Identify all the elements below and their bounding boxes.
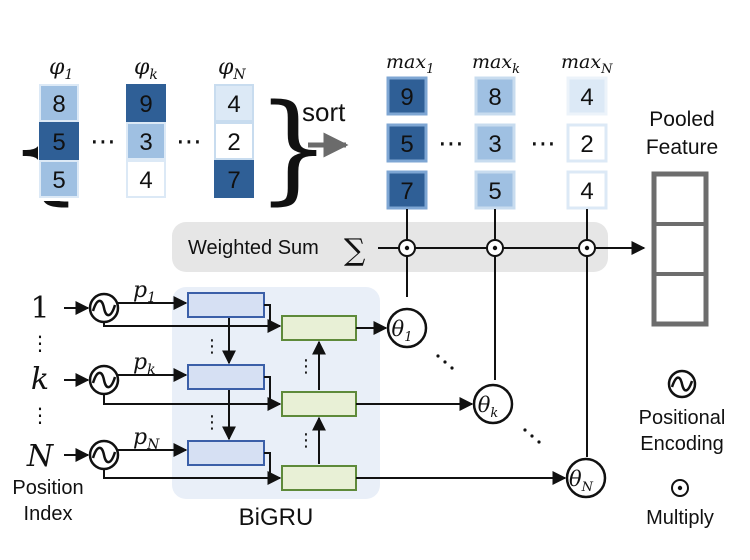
multiply-nodes — [398, 239, 596, 257]
phi-1-label: φ1 — [49, 55, 73, 83]
p-1-label: p1 — [133, 278, 156, 306]
sorted-set: max1 9 5 7 ⋯ maxk 8 3 5 ⋯ maxN 4 2 4 — [386, 51, 613, 210]
input-cell-n-1-value: 4 — [227, 91, 240, 118]
max-k-label: maxk — [472, 51, 520, 77]
forward-gru-cell-n — [187, 440, 265, 466]
pooled-feature-label-line1: Pooled — [649, 108, 714, 131]
pooled-feature-vector — [651, 171, 709, 327]
weighted-sum-label: Weighted Sum — [188, 237, 319, 259]
multiply-legend-icon — [671, 479, 689, 497]
input-cell-n-3-value: 7 — [227, 167, 240, 194]
p-k-label: pk — [133, 350, 156, 378]
theta-nodes: θ1 θk θN — [386, 307, 607, 499]
position-index: 1 ⋮ k ⋮ N Position Index — [12, 291, 83, 525]
position-vdots-1: ⋮ — [30, 333, 50, 355]
sorted-cell-k-1-value: 8 — [488, 84, 501, 111]
backward-gru-cell-k — [281, 391, 357, 417]
sorted-cell-1-3-value: 7 — [400, 178, 413, 205]
theta-node-n — [565, 457, 607, 499]
sorted-cell-1-2 — [386, 123, 428, 163]
input-cell-k-2-value: 3 — [139, 129, 152, 156]
input-ellipsis-2: ⋯ — [176, 126, 202, 156]
input-cell-k-3 — [126, 160, 166, 198]
input-cell-k-2 — [126, 122, 166, 160]
legend: Positional Encoding Multiply — [639, 369, 726, 529]
backward-gru-cell-1 — [281, 315, 357, 341]
svg-text:θN: θN — [569, 467, 594, 495]
input-cell-k-1 — [126, 84, 166, 122]
input-cell-1-1-value: 8 — [52, 91, 65, 118]
sorted-cell-k-3-value: 5 — [488, 178, 501, 205]
max-1-label: max1 — [386, 51, 434, 77]
backward-vdots-2: ⋮ — [297, 430, 315, 450]
input-cell-1-3 — [39, 160, 79, 198]
p-n-label: pN — [133, 425, 160, 453]
input-cell-n-1 — [214, 84, 254, 122]
theta-node-1 — [386, 307, 428, 349]
sorted-cell-1-2-value: 5 — [400, 131, 413, 158]
sorted-cell-n-1 — [566, 76, 608, 116]
input-cell-k-1-value: 9 — [139, 91, 152, 118]
max-n-label: maxN — [561, 51, 613, 77]
sorted-cell-1-1 — [386, 76, 428, 116]
gru-cross-arrows — [264, 304, 271, 478]
forward-gru-cell-1 — [187, 292, 265, 318]
sorted-ellipsis-1: ⋯ — [438, 128, 464, 158]
sorted-cell-n-3 — [566, 170, 608, 210]
position-label-n: N — [26, 439, 55, 474]
sorted-cell-n-3-value: 4 — [580, 178, 593, 205]
sorted-cell-k-2 — [474, 123, 516, 163]
pe-to-gru-arrows — [103, 296, 282, 485]
legend-multiply: Multiply — [646, 507, 714, 529]
backward-vdots-1: ⋮ — [297, 356, 315, 376]
input-cell-1-2-value: 5 — [52, 129, 65, 156]
position-caption-line1: Position — [12, 477, 83, 499]
sum-symbol: ∑ — [344, 233, 366, 268]
theta-node-k — [472, 383, 514, 425]
backward-gru-cell-n — [281, 465, 357, 491]
forward-vdots-1: ⋮ — [203, 336, 221, 356]
svg-text:θk: θk — [478, 393, 499, 421]
input-cell-1-2 — [39, 122, 79, 160]
forward-gru-cell-k — [187, 364, 265, 390]
sorted-cell-n-2-value: 2 — [580, 131, 593, 158]
position-vdots-2: ⋮ — [30, 405, 50, 427]
input-cell-1-3-value: 5 — [52, 167, 65, 194]
svg-text:θ1: θ1 — [392, 317, 413, 345]
positional-encoding-nodes — [88, 292, 120, 471]
position-arrows — [64, 301, 90, 462]
position-caption-line2: Index — [24, 503, 73, 525]
bigru-label: BiGRU — [239, 504, 314, 531]
input-set: { } φ1 8 5 5 ⋯ φk 9 3 4 ⋯ φN 4 2 7 — [8, 55, 331, 216]
sorted-ellipsis-2: ⋯ — [530, 128, 556, 158]
sorted-cell-1-1-value: 9 — [400, 84, 413, 111]
phi-k-label: φk — [134, 55, 158, 83]
sorted-cell-n-2 — [566, 123, 608, 163]
input-ellipsis-1: ⋯ — [90, 126, 116, 156]
input-cell-k-3-value: 4 — [139, 167, 152, 194]
sorted-cell-1-3 — [386, 170, 428, 210]
sorted-cell-k-1 — [474, 76, 516, 116]
input-cell-n-2-value: 2 — [227, 129, 240, 156]
theta-diagonal-dots — [436, 354, 541, 444]
positional-encoding-legend-icon — [667, 369, 697, 399]
legend-pe-line1: Positional — [639, 407, 726, 429]
legend-pe-line2: Encoding — [640, 433, 723, 455]
pooled-feature-label-line2: Feature — [646, 136, 718, 159]
position-label-k: k — [31, 362, 49, 397]
position-label-1: 1 — [30, 291, 49, 326]
sort-label: sort — [302, 97, 346, 127]
input-cell-n-2 — [214, 122, 254, 160]
phi-n-label: φN — [218, 55, 246, 83]
sorted-cell-k-2-value: 3 — [488, 131, 501, 158]
sorted-cell-n-1-value: 4 — [580, 84, 593, 111]
gru-to-theta-arrows — [356, 321, 567, 485]
input-cell-1-1 — [39, 84, 79, 122]
sorted-cell-k-3 — [474, 170, 516, 210]
input-cell-n-3 — [214, 160, 254, 198]
forward-vdots-2: ⋮ — [203, 412, 221, 432]
